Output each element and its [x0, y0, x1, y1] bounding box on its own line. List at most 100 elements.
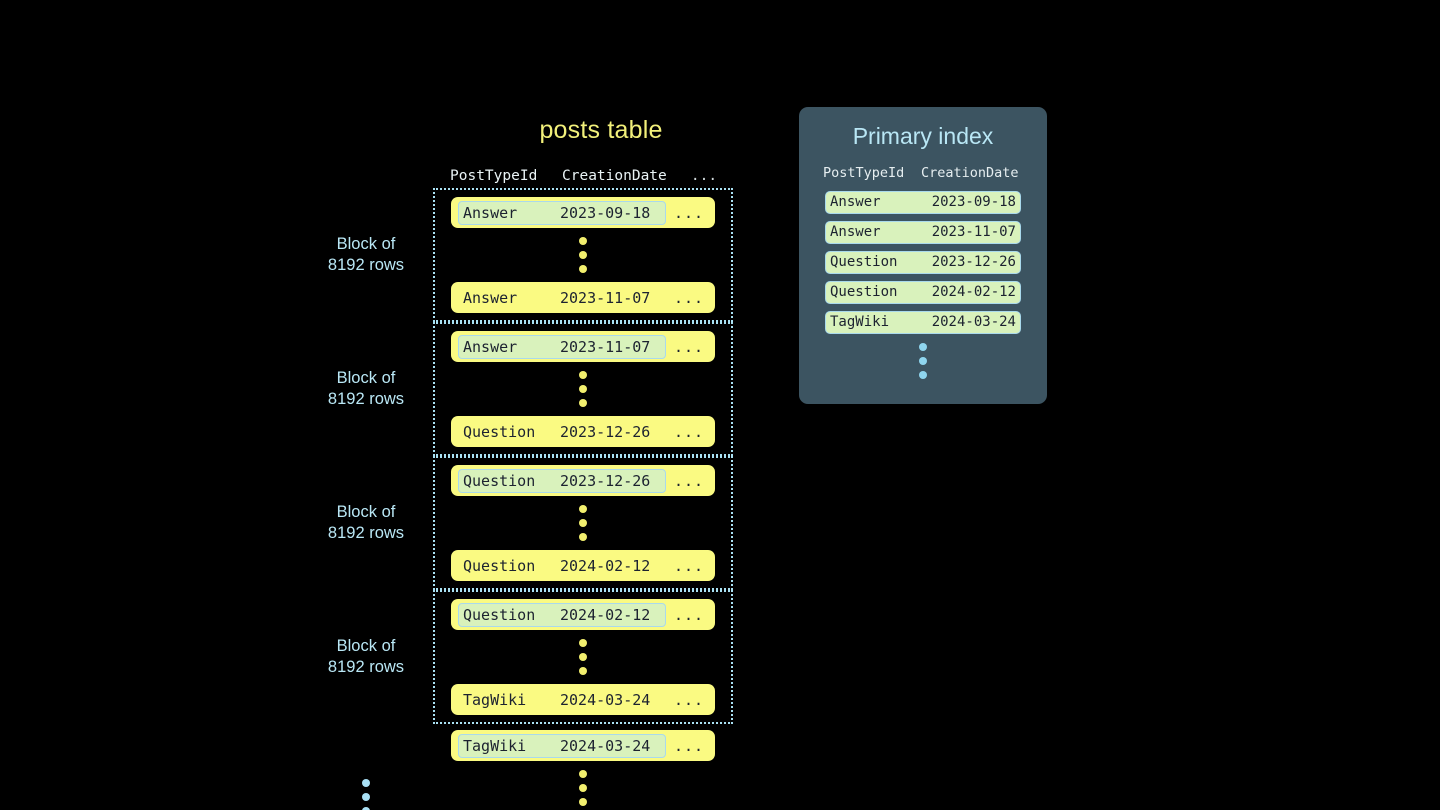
row-posttypeid: Question [463, 422, 536, 441]
index-row-posttypeid: Answer [830, 194, 881, 211]
row-creationdate: 2024-03-24 [560, 736, 651, 755]
primary-index-rows: Answer 2023-09-18 Answer 2023-11-07 Ques… [799, 190, 1047, 334]
row-key-group: Answer 2023-11-07 [458, 334, 666, 359]
row-ellipsis-dots [435, 228, 731, 282]
block-label-line2: 8192 rows [327, 256, 405, 274]
column-header-posttypeid: PostTypeId [450, 168, 538, 184]
row-creationdate: 2024-02-12 [560, 556, 651, 575]
row-posttypeid: Answer [463, 203, 518, 222]
block-label-line2: 8192 rows [327, 524, 405, 542]
row-posttypeid: TagWiki [463, 690, 527, 709]
block-row: Block of 8192 rows Question 2024-02-12 .… [300, 590, 770, 724]
row-key-group: Answer 2023-09-18 [458, 200, 666, 225]
primary-index-title: Primary index [852, 123, 994, 149]
block-row: Block of 8192 rows Question 2023-12-26 .… [300, 456, 770, 590]
table-row[interactable]: Question 2023-12-26 ... [451, 416, 715, 447]
table-ellipsis-dots [579, 761, 587, 810]
table-row[interactable]: Answer 2023-09-18 ... [451, 197, 715, 228]
index-row-creationdate: 2023-11-07 [931, 224, 1016, 241]
block-label-line1: Block of [336, 503, 396, 521]
row-key-group: Question 2023-12-26 [458, 468, 666, 493]
row-more-ellipsis: ... [673, 337, 705, 356]
tail-row-container: TagWiki 2024-03-24 ... [300, 730, 770, 810]
row-posttypeid: Answer [463, 337, 518, 356]
blocks-ellipsis-dots [362, 770, 370, 810]
table-row[interactable]: Question 2023-12-26 ... [451, 465, 715, 496]
block-label-line1: Block of [336, 369, 396, 387]
primary-index-panel: Primary index PostTypeId CreationDate An… [799, 107, 1047, 404]
row-posttypeid: Question [463, 556, 536, 575]
column-header-more-ellipsis: ... [690, 168, 718, 184]
table-tail-ellipsis-wrap [433, 761, 733, 810]
table-row[interactable]: Question 2024-02-12 ... [451, 550, 715, 581]
primary-index-column-headers: PostTypeId CreationDate [823, 165, 1047, 181]
row-more-ellipsis: ... [673, 736, 705, 755]
row-more-ellipsis: ... [673, 288, 705, 307]
block-label: Block of 8192 rows [300, 234, 432, 276]
row-ellipsis-dots [435, 630, 731, 684]
row-posttypeid: Answer [463, 288, 518, 307]
row-key-group: Answer 2023-11-07 [458, 286, 666, 310]
index-row-posttypeid: Question [830, 284, 898, 301]
column-header-creationdate: CreationDate [562, 168, 667, 184]
table-row[interactable]: TagWiki 2024-03-24 ... [451, 730, 715, 761]
row-key-group: Question 2023-12-26 [458, 420, 666, 444]
block-label: Block of 8192 rows [300, 636, 432, 678]
posts-table-column-headers: PostTypeId CreationDate ... [450, 168, 732, 184]
row-ellipsis-dots [435, 362, 731, 416]
index-row[interactable]: TagWiki 2024-03-24 [825, 310, 1021, 334]
block-box: Answer 2023-11-07 ... Question 2023-12-2… [433, 322, 733, 456]
block-row: Block of 8192 rows Answer 2023-11-07 ...… [300, 322, 770, 456]
index-row-creationdate: 2023-09-18 [931, 194, 1016, 211]
blocks-container: Block of 8192 rows Answer 2023-09-18 ...… [300, 188, 770, 810]
index-row-posttypeid: TagWiki [830, 314, 890, 331]
row-creationdate: 2023-11-07 [560, 288, 651, 307]
table-row[interactable]: Answer 2023-11-07 ... [451, 331, 715, 362]
index-row-creationdate: 2023-12-26 [931, 254, 1016, 271]
row-more-ellipsis: ... [673, 690, 705, 709]
row-creationdate: 2023-12-26 [560, 471, 651, 490]
index-row-posttypeid: Question [830, 254, 898, 271]
block-label-line1: Block of [336, 235, 396, 253]
block-label: Block of 8192 rows [300, 368, 432, 410]
index-column-header-posttypeid: PostTypeId [823, 164, 905, 181]
index-row-creationdate: 2024-03-24 [931, 314, 1016, 331]
row-key-group: Question 2024-02-12 [458, 602, 666, 627]
tail-row-wrap: TagWiki 2024-03-24 ... [433, 730, 733, 761]
row-more-ellipsis: ... [673, 556, 705, 575]
row-key-group: TagWiki 2024-03-24 [458, 688, 666, 712]
block-label-line1: Block of [336, 637, 396, 655]
block-label: Block of 8192 rows [300, 502, 432, 544]
index-row[interactable]: Answer 2023-09-18 [825, 190, 1021, 214]
block-label-line2: 8192 rows [327, 658, 405, 676]
index-row[interactable]: Question 2024-02-12 [825, 280, 1021, 304]
row-more-ellipsis: ... [673, 422, 705, 441]
table-row[interactable]: Answer 2023-11-07 ... [451, 282, 715, 313]
row-creationdate: 2024-03-24 [560, 690, 651, 709]
block-box: Answer 2023-09-18 ... Answer 2023-11-07 … [433, 188, 733, 322]
row-key-group: Question 2024-02-12 [458, 554, 666, 578]
row-more-ellipsis: ... [673, 471, 705, 490]
index-row[interactable]: Question 2023-12-26 [825, 250, 1021, 274]
index-ellipsis-dots [799, 342, 1047, 379]
block-row: Block of 8192 rows Answer 2023-09-18 ...… [300, 188, 770, 322]
row-posttypeid: TagWiki [463, 736, 527, 755]
index-row-creationdate: 2024-02-12 [931, 284, 1016, 301]
index-column-header-creationdate: CreationDate [921, 164, 1019, 181]
index-row[interactable]: Answer 2023-11-07 [825, 220, 1021, 244]
posts-table-diagram: posts table PostTypeId CreationDate ... … [300, 116, 770, 810]
posts-table-title: posts table [539, 116, 663, 144]
row-key-group: TagWiki 2024-03-24 [458, 733, 666, 758]
row-creationdate: 2023-12-26 [560, 422, 651, 441]
index-row-posttypeid: Answer [830, 224, 881, 241]
row-more-ellipsis: ... [673, 203, 705, 222]
table-row[interactable]: Question 2024-02-12 ... [451, 599, 715, 630]
block-box: Question 2023-12-26 ... Question 2024-02… [433, 456, 733, 590]
block-label-line2: 8192 rows [327, 390, 405, 408]
row-creationdate: 2023-11-07 [560, 337, 651, 356]
row-posttypeid: Question [463, 471, 536, 490]
table-row[interactable]: TagWiki 2024-03-24 ... [451, 684, 715, 715]
row-ellipsis-dots [435, 496, 731, 550]
row-more-ellipsis: ... [673, 605, 705, 624]
block-box: Question 2024-02-12 ... TagWiki 2024-03-… [433, 590, 733, 724]
